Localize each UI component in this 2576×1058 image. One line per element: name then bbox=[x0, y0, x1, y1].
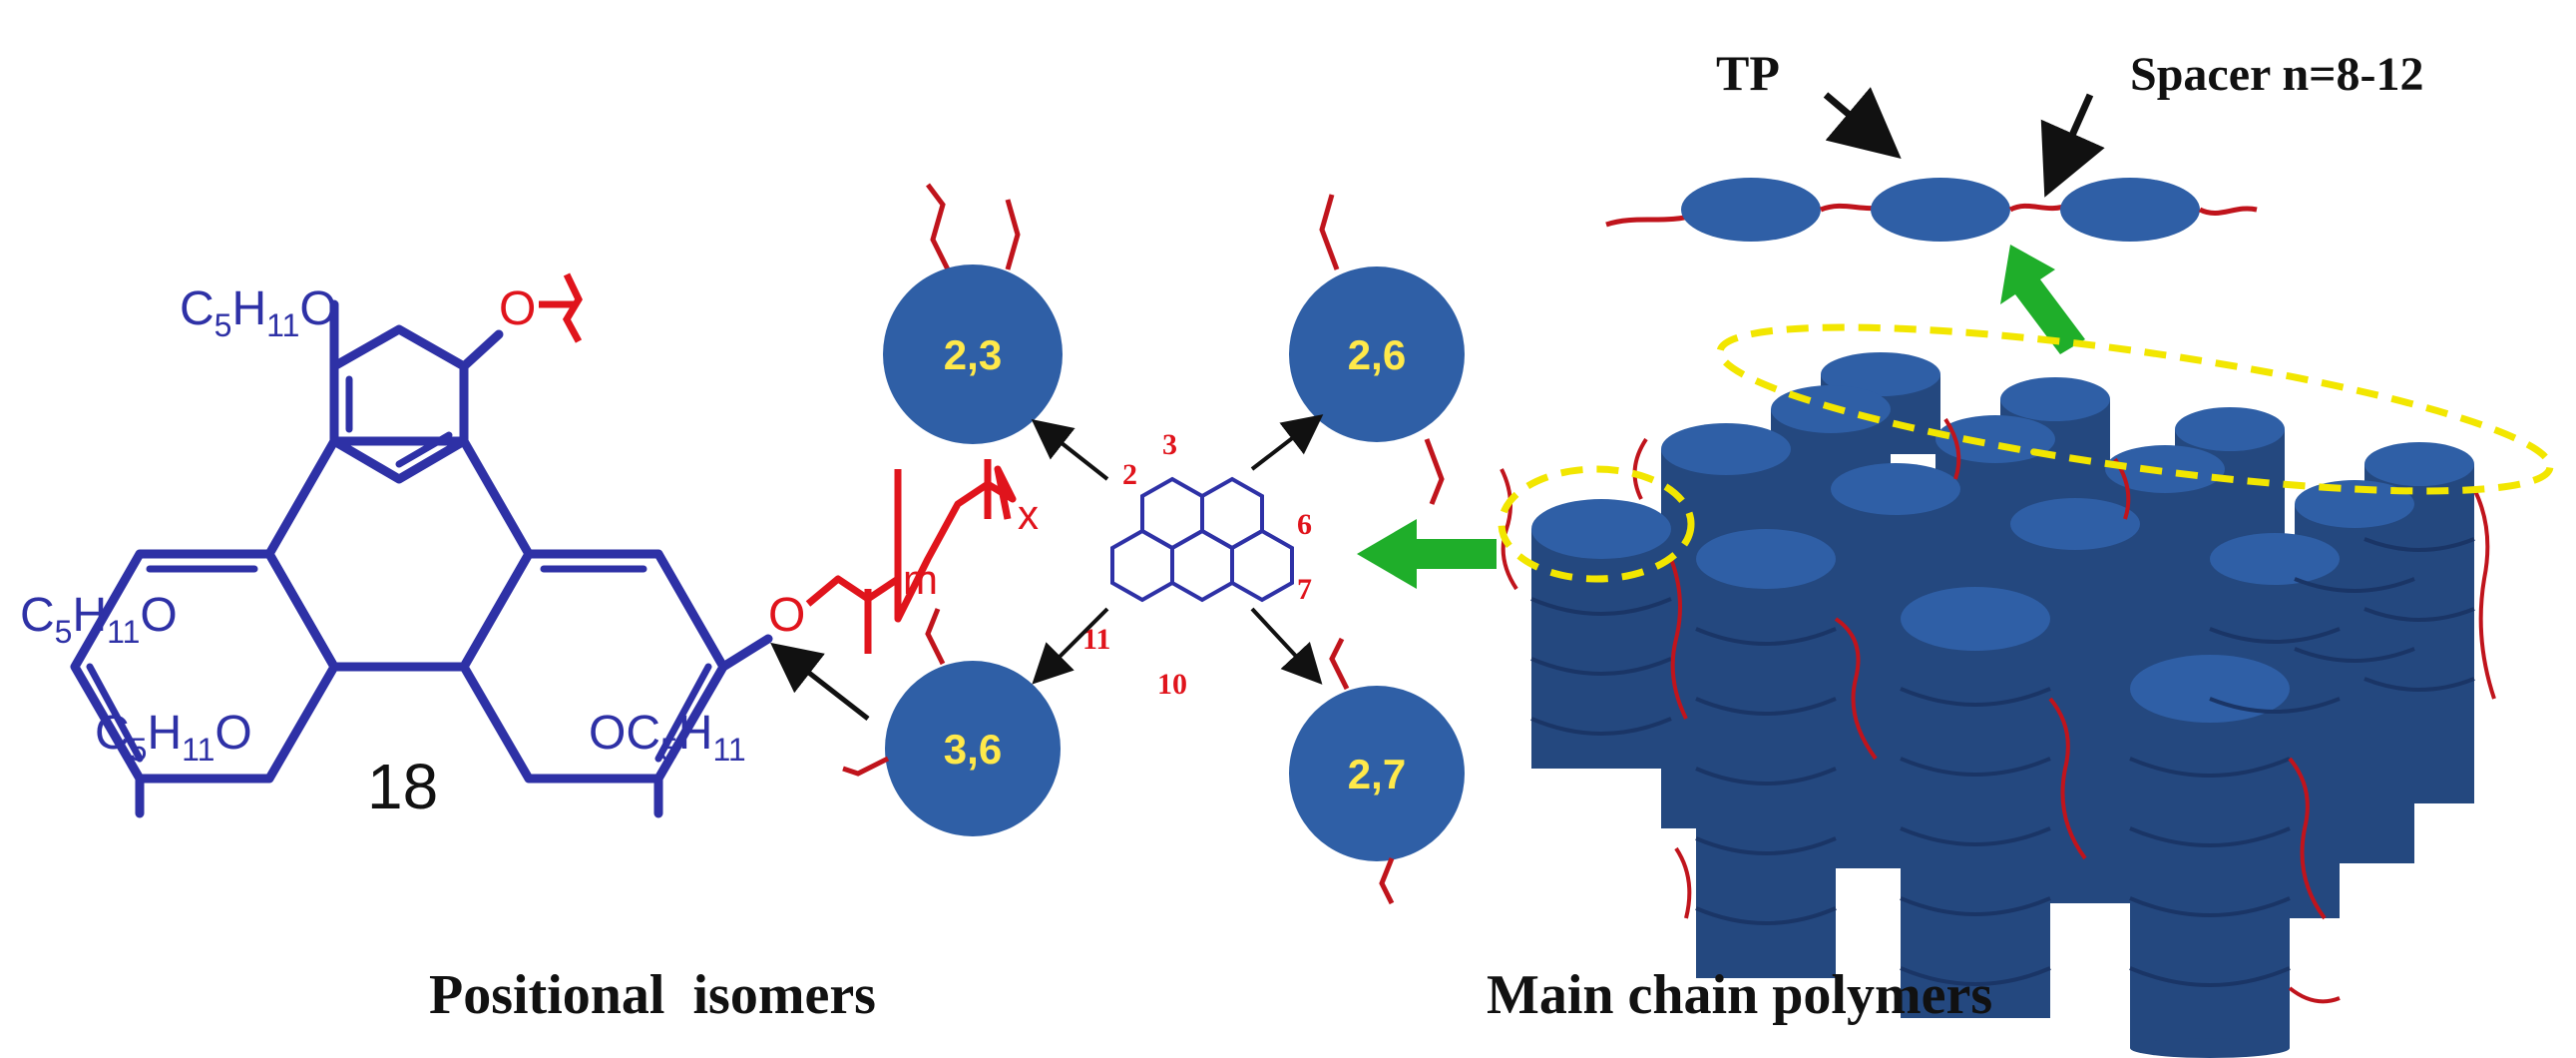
substituent-top-left: C5H11O bbox=[180, 282, 337, 343]
highlight-ellipses bbox=[1498, 323, 2554, 583]
triphenylene-structure bbox=[70, 299, 773, 818]
core-arrows bbox=[1031, 414, 1324, 685]
green-arrow-left bbox=[1357, 519, 1497, 589]
oxygen-top-right: O bbox=[499, 282, 536, 335]
svg-text:6: 6 bbox=[1297, 508, 1312, 541]
disc-label-2-3: 2,3 bbox=[944, 331, 1002, 378]
label-spacer: Spacer n=8-12 bbox=[2130, 48, 2423, 101]
disc-label-2-7: 2,7 bbox=[1348, 751, 1406, 797]
compound-number: 18 bbox=[367, 751, 438, 822]
top-linker bbox=[539, 272, 583, 343]
svg-text:10: 10 bbox=[1157, 668, 1187, 701]
disc-label-2-6: 2,6 bbox=[1348, 331, 1406, 378]
disc-label-3-6: 3,6 bbox=[944, 726, 1002, 773]
svg-text:3: 3 bbox=[1162, 428, 1177, 461]
linker-oxygen: O bbox=[768, 589, 805, 642]
polymer-chain-top bbox=[1605, 178, 2258, 242]
isomer-discs: 2,3 2,6 3,6 2,7 bbox=[842, 183, 1465, 905]
substituent-bottom-right: OC5H11 bbox=[589, 707, 746, 768]
disc-2-7: 2,7 bbox=[1289, 637, 1465, 905]
label-tp: TP bbox=[1716, 45, 1780, 101]
svg-text:7: 7 bbox=[1297, 573, 1312, 606]
substituent-mid-left: C5H11O bbox=[20, 589, 178, 650]
arrow-to-molecule bbox=[770, 642, 870, 721]
disc-2-3: 2,3 bbox=[883, 183, 1063, 444]
caption-main-chain-polymers: Main chain polymers bbox=[1487, 964, 1992, 1026]
svg-text:2: 2 bbox=[1122, 458, 1137, 491]
disc-separators bbox=[1530, 537, 2475, 987]
spacer-chain bbox=[805, 459, 1017, 654]
column bbox=[1696, 529, 1836, 978]
subscript-x: x bbox=[1018, 491, 1039, 538]
column-array bbox=[1531, 352, 2474, 1058]
top-ring bbox=[329, 324, 469, 484]
green-arrow-up bbox=[2000, 245, 2085, 354]
subscript-m: m bbox=[903, 556, 938, 603]
column bbox=[2130, 655, 2290, 1058]
disc-2-6: 2,6 bbox=[1289, 194, 1465, 505]
column bbox=[1901, 587, 2050, 1018]
core-numbers: 2 3 6 7 11 10 bbox=[1082, 428, 1312, 701]
disc-3-6: 3,6 bbox=[842, 608, 1061, 836]
top-label-arrows bbox=[1823, 87, 2105, 198]
triphenylene-core bbox=[1110, 476, 1294, 603]
substituent-bottom-left: C5H11O bbox=[95, 707, 252, 768]
caption-positional-isomers: Positional isomers bbox=[429, 964, 876, 1026]
